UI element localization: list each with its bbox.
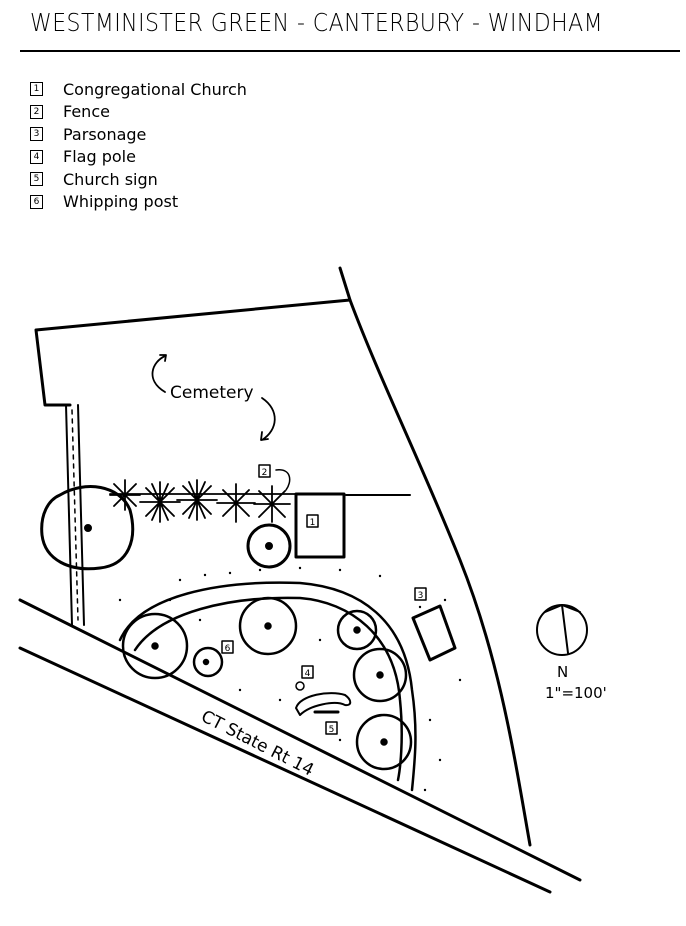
road-south-edge <box>18 646 552 894</box>
legend-number: 1 <box>30 82 43 97</box>
legend-number: 2 <box>30 104 43 119</box>
north-label: N <box>557 663 568 681</box>
tree <box>40 485 135 571</box>
cemetery-arrow <box>151 354 167 393</box>
driveway-outer <box>118 581 417 792</box>
legend-number: 6 <box>30 194 43 209</box>
marker-parsonage: 3 <box>418 591 424 601</box>
legend-item: 4 Flag pole <box>30 146 247 169</box>
legend-label: Parsonage <box>63 124 147 144</box>
legend: 1 Congregational Church 2 Fence 3 Parsonage… <box>30 78 247 213</box>
green-trees <box>121 596 413 771</box>
legend-label: Fence <box>63 102 110 122</box>
property-boundary <box>34 266 352 407</box>
cemetery-label: Cemetery <box>170 383 254 403</box>
hedge-texture <box>71 409 79 621</box>
parsonage-building <box>411 604 457 662</box>
title-underline <box>20 50 680 52</box>
legend-item: 5 Church sign <box>30 168 247 191</box>
marker-church: 1 <box>310 518 316 528</box>
east-boundary <box>348 298 532 847</box>
legend-number: 4 <box>30 149 43 164</box>
map-title: WESTMINISTER GREEN - CANTERBURY - WINDHA… <box>30 8 604 37</box>
scale-label: 1"=100' <box>545 684 607 702</box>
sign-shrub <box>295 692 352 716</box>
flagpole-icon <box>295 681 305 691</box>
legend-item: 1 Congregational Church <box>30 78 247 101</box>
legend-label: Congregational Church <box>63 79 247 99</box>
legend-number: 3 <box>30 127 43 142</box>
cemetery-arrow <box>260 397 276 441</box>
legend-label: Whipping post <box>63 192 179 212</box>
legend-item: 6 Whipping post <box>30 191 247 214</box>
shrub-row <box>109 479 301 523</box>
driveway-inner <box>133 596 403 782</box>
marker-sign: 5 <box>329 725 335 735</box>
tree-center <box>265 542 273 550</box>
fence-arrow <box>275 469 291 491</box>
marker-flagpole: 4 <box>305 669 311 679</box>
tree <box>246 523 292 569</box>
legend-number: 5 <box>30 172 43 187</box>
marker-whipping-post: 6 <box>225 644 231 654</box>
hedge <box>65 404 85 626</box>
road-north-edge <box>18 598 582 882</box>
north-arrow-icon <box>536 604 588 656</box>
map-markers: 1 2 3 4 5 6 <box>221 464 427 735</box>
legend-item: 2 Fence <box>30 101 247 124</box>
legend-label: Flag pole <box>63 147 136 167</box>
legend-item: 3 Parsonage <box>30 123 247 146</box>
church-building <box>294 492 346 559</box>
legend-label: Church sign <box>63 169 158 189</box>
tree-center <box>84 524 92 532</box>
marker-fence: 2 <box>262 468 268 478</box>
lawn-dots <box>118 566 462 792</box>
